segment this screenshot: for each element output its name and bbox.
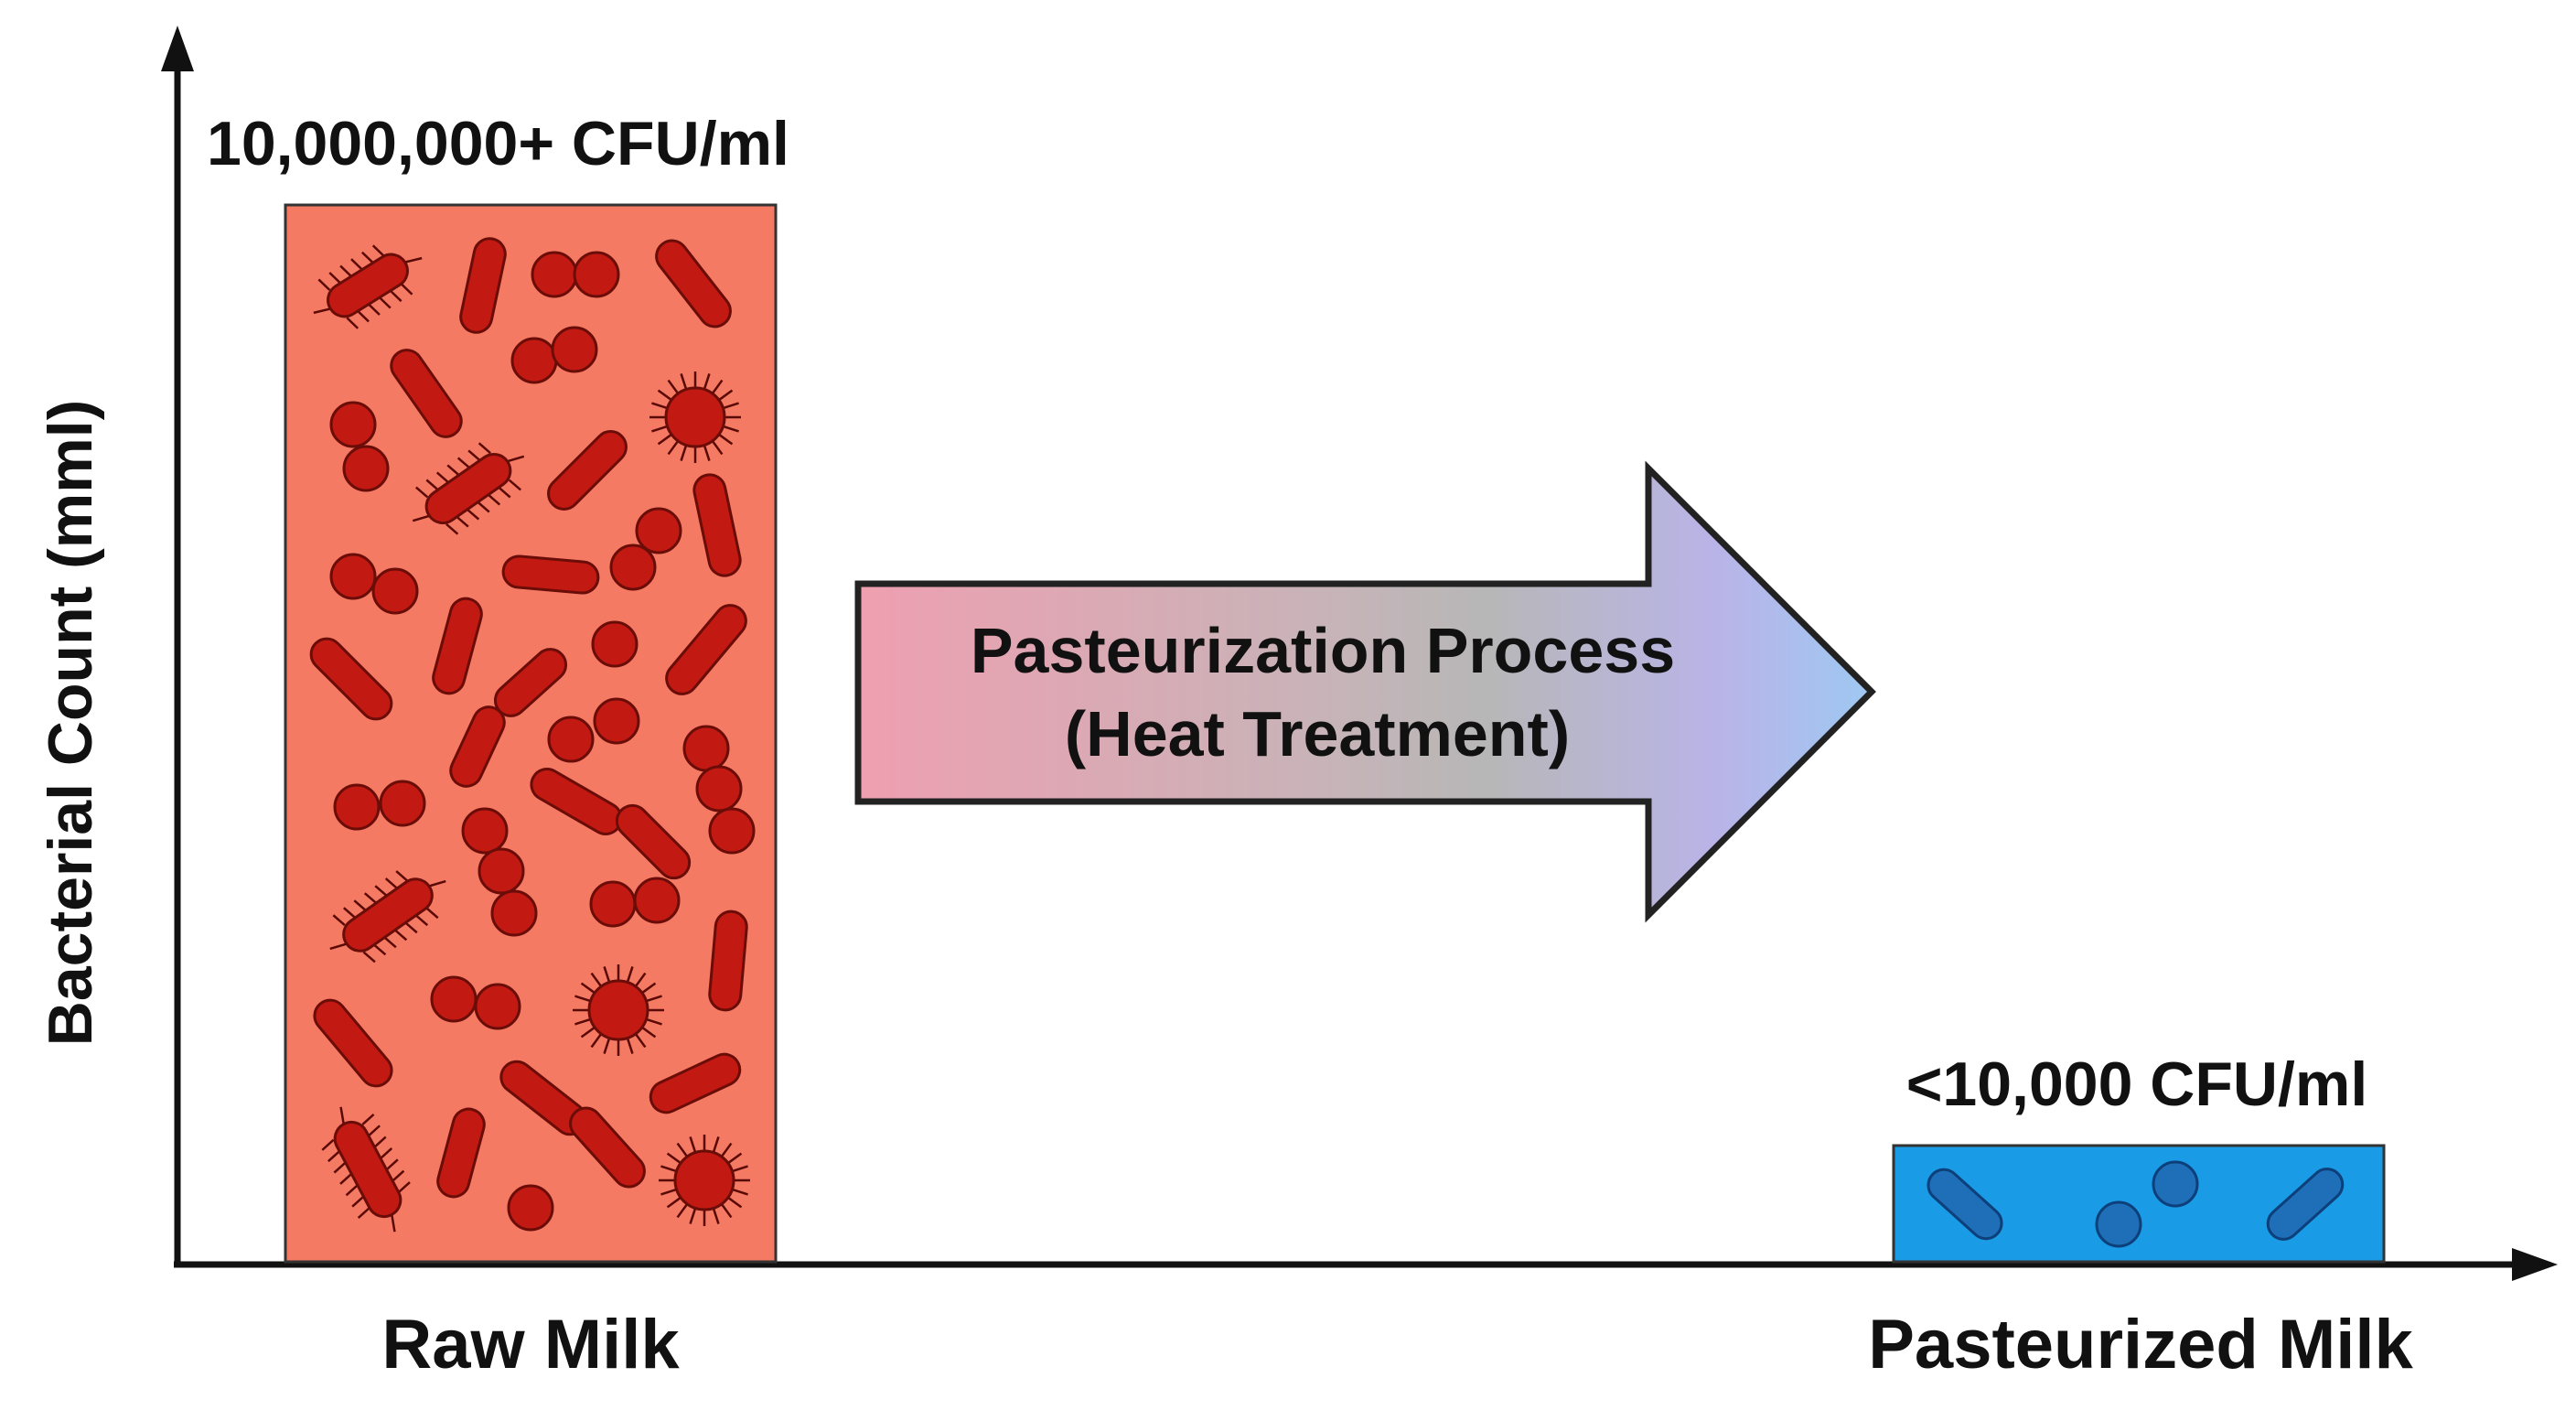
rod-bacterium xyxy=(1927,1168,2003,1241)
rod-bacterium xyxy=(655,239,732,328)
coccus-bacterium xyxy=(633,877,681,924)
rod-bacterium xyxy=(390,349,463,438)
coccus-bacterium xyxy=(510,337,558,384)
raw-milk-label: Raw Milk xyxy=(381,1306,680,1383)
coccus-bacterium xyxy=(430,975,478,1023)
rod-bacterium xyxy=(449,705,506,788)
coccus-bacterium xyxy=(333,783,381,831)
process-arrow-subtitle: (Heat Treatment) xyxy=(1065,698,1570,770)
process-arrow-title: Pasteurization Process xyxy=(971,615,1675,686)
rod-bacterium xyxy=(459,237,507,334)
coccus-bacterium xyxy=(379,780,426,827)
coccus-bacterium xyxy=(490,889,538,937)
bar-pasteurized-milk xyxy=(1892,1144,2386,1264)
pasteurized-milk-label: Pasteurized Milk xyxy=(1868,1306,2413,1383)
flagellated-bacterium xyxy=(321,1106,411,1232)
rod-bacterium xyxy=(432,597,483,695)
pasteurized-milk-value-label: <10,000 CFU/ml xyxy=(1906,1049,2368,1119)
x-axis-arrowhead xyxy=(2512,1248,2558,1281)
y-axis-label: Bacterial Count (mml) xyxy=(36,400,105,1047)
coccus-bacterium xyxy=(695,765,743,813)
coccus-bacterium xyxy=(635,507,682,554)
coccus-bacterium xyxy=(609,544,657,591)
coccus-bacterium xyxy=(589,880,637,928)
coccus-bacterium xyxy=(478,847,525,895)
pasteurized-milk-bacteria xyxy=(1927,1160,2345,1248)
rod-bacterium xyxy=(569,1106,646,1189)
rod-bacterium xyxy=(692,473,742,577)
coccus-bacterium xyxy=(591,620,639,668)
axes xyxy=(161,26,2558,1281)
rod-bacterium xyxy=(309,637,393,721)
coccus-bacterium xyxy=(551,326,598,373)
coccus-bacterium xyxy=(474,983,521,1030)
coccus-bacterium xyxy=(2095,1200,2142,1248)
flagellated-bacterium xyxy=(313,244,423,329)
bar-raw-milk xyxy=(284,203,778,1264)
coccus-bacterium xyxy=(547,716,595,763)
rod-bacterium xyxy=(665,604,747,695)
spiky-bacterium xyxy=(649,371,741,463)
coccus-bacterium xyxy=(708,807,756,855)
coccus-bacterium xyxy=(682,725,730,772)
coccus-bacterium xyxy=(507,1184,554,1232)
coccus-bacterium xyxy=(342,445,390,492)
coccus-bacterium xyxy=(2152,1160,2199,1208)
raw-milk-bacteria xyxy=(309,237,756,1232)
spiky-bacterium xyxy=(659,1135,750,1226)
coccus-bacterium xyxy=(531,251,578,298)
flagellated-bacterium xyxy=(329,870,446,963)
rod-bacterium xyxy=(501,554,600,595)
pasteurization-arrow: Pasteurization Process (Heat Treatment) xyxy=(854,460,1876,923)
spiky-bacterium xyxy=(573,964,664,1056)
process-arrow-shape xyxy=(854,460,1876,923)
rod-bacterium xyxy=(313,998,393,1088)
coccus-bacterium xyxy=(461,807,509,855)
coccus-bacterium xyxy=(593,697,640,745)
rod-bacterium xyxy=(708,910,748,1012)
rod-bacterium xyxy=(2266,1168,2345,1241)
rod-bacterium xyxy=(547,430,628,511)
coccus-bacterium xyxy=(573,251,620,298)
coccus-bacterium xyxy=(329,401,377,448)
flagellated-bacterium xyxy=(412,442,525,535)
coccus-bacterium xyxy=(371,567,419,615)
raw-milk-value-label: 10,000,000+ CFU/ml xyxy=(207,109,789,178)
rod-bacterium xyxy=(649,1052,742,1114)
coccus-bacterium xyxy=(329,553,377,600)
y-axis-arrowhead xyxy=(161,26,194,71)
rod-bacterium xyxy=(436,1107,486,1199)
